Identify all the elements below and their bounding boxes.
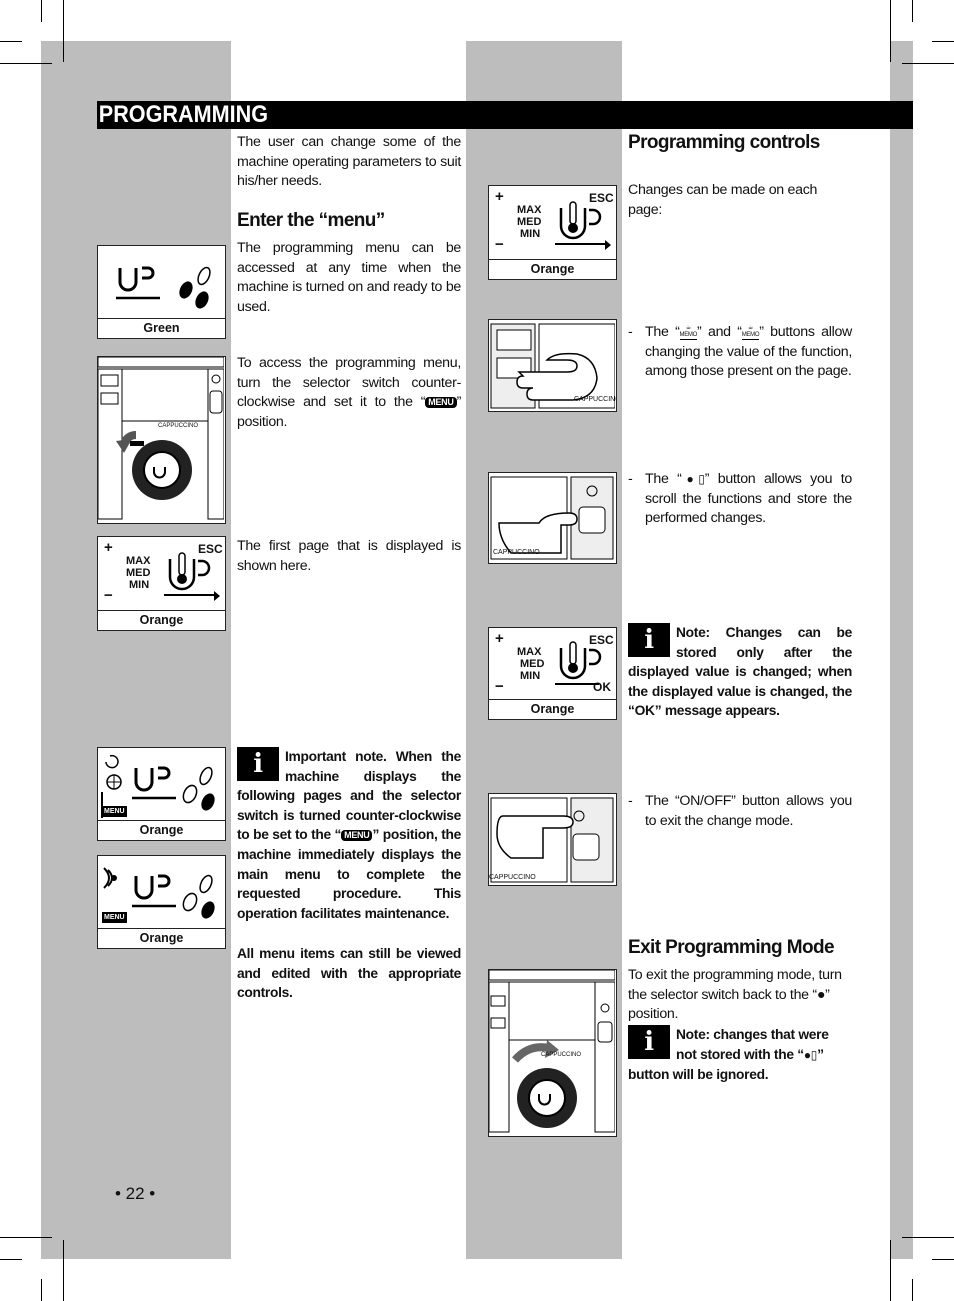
photo-memo-buttons: CAPPUCCINO xyxy=(488,319,617,412)
cup-bean-display xyxy=(116,266,211,309)
display-green: Green xyxy=(97,245,226,339)
machine-selector-photo: CAPPUCCINO xyxy=(97,356,226,524)
bean-water-icon: ●▯ xyxy=(681,472,705,486)
scroll-paragraph: The “●▯” button allows you to scroll the… xyxy=(645,471,852,527)
heading-enter-menu: Enter the “menu” xyxy=(237,210,385,231)
display-label: Green xyxy=(98,318,225,338)
memo-cup-icon: ☕MEMO xyxy=(679,324,697,340)
page-number: • 22 • xyxy=(115,1184,156,1203)
photo-label-cappuccino: CAPPUCCINO xyxy=(158,423,199,429)
thermometer-cup-icon xyxy=(555,201,611,250)
photo-label-cappuccino: CAPPUCCINO xyxy=(489,874,536,881)
info-icon: i xyxy=(628,1025,670,1059)
section-title-bar: PROGRAMMING xyxy=(97,101,913,129)
info-icon: i xyxy=(237,747,279,781)
gray-column-right xyxy=(890,41,913,1259)
exit-paragraph: To exit the programming mode, turn the s… xyxy=(628,967,842,1023)
page-title: PROGRAMMING xyxy=(98,101,268,128)
thermometer-cup-icon xyxy=(555,641,602,685)
onoff-paragraph: The “ON/OFF” button allows you to exit t… xyxy=(645,793,852,829)
memo-buttons-paragraph: The “☕MEMO” and “☕MEMO” buttons allow ch… xyxy=(645,324,852,380)
display-orange-menu-2: MENU Orange xyxy=(97,855,226,949)
display-orange-controls: + ESC MAX MED MIN − Orange xyxy=(488,185,617,280)
menu-icon: MENU xyxy=(425,396,457,408)
dash: - xyxy=(628,324,633,340)
display-orange-ok: + ESC MAX MED MIN − OK Orange xyxy=(488,627,617,720)
bean-icon: ● xyxy=(816,986,826,1003)
photo-label-cappuccino: CAPPUCCINO xyxy=(541,1052,582,1058)
heading-programming-controls: Programming controls xyxy=(628,132,820,153)
photo-selector-exit: CAPPUCCINO xyxy=(488,969,617,1137)
important-note-2: All menu items can still be viewed and e… xyxy=(237,946,461,1001)
photo-scroll-button: CAPPUCCINO xyxy=(488,472,617,564)
memo-cup-icon: ☕MEMO xyxy=(741,324,760,340)
gray-column-left xyxy=(41,41,231,1259)
photo-label-cappuccino: CAPPUCCINO xyxy=(574,396,617,403)
dash: - xyxy=(628,793,633,809)
heading-exit-programming: Exit Programming Mode xyxy=(628,937,835,958)
display-orange-menu-1: MENU Orange xyxy=(97,747,226,841)
changes-paragraph: Changes can be made on each page: xyxy=(628,182,818,218)
thermometer-cup-icon xyxy=(164,552,220,601)
intro-paragraph: The user can change some of the machine … xyxy=(237,134,461,190)
menu-access-paragraph: The programming menu can be accessed at … xyxy=(237,240,461,315)
photo-onoff-button: CAPPUCCINO xyxy=(488,793,617,886)
dash: - xyxy=(628,471,633,487)
info-icon: i xyxy=(628,623,670,657)
menu-icon: MENU xyxy=(341,830,373,842)
menu-turn-paragraph: To access the programming menu, turn the… xyxy=(237,355,461,430)
first-page-paragraph: The first page that is displayed is show… xyxy=(237,538,461,574)
photo-label-cappuccino: CAPPUCCINO xyxy=(493,549,540,556)
bean-water-icon: ●▯ xyxy=(803,1047,818,1062)
display-orange-first-page: + ESC MAX MED MIN − Orange xyxy=(97,536,226,631)
